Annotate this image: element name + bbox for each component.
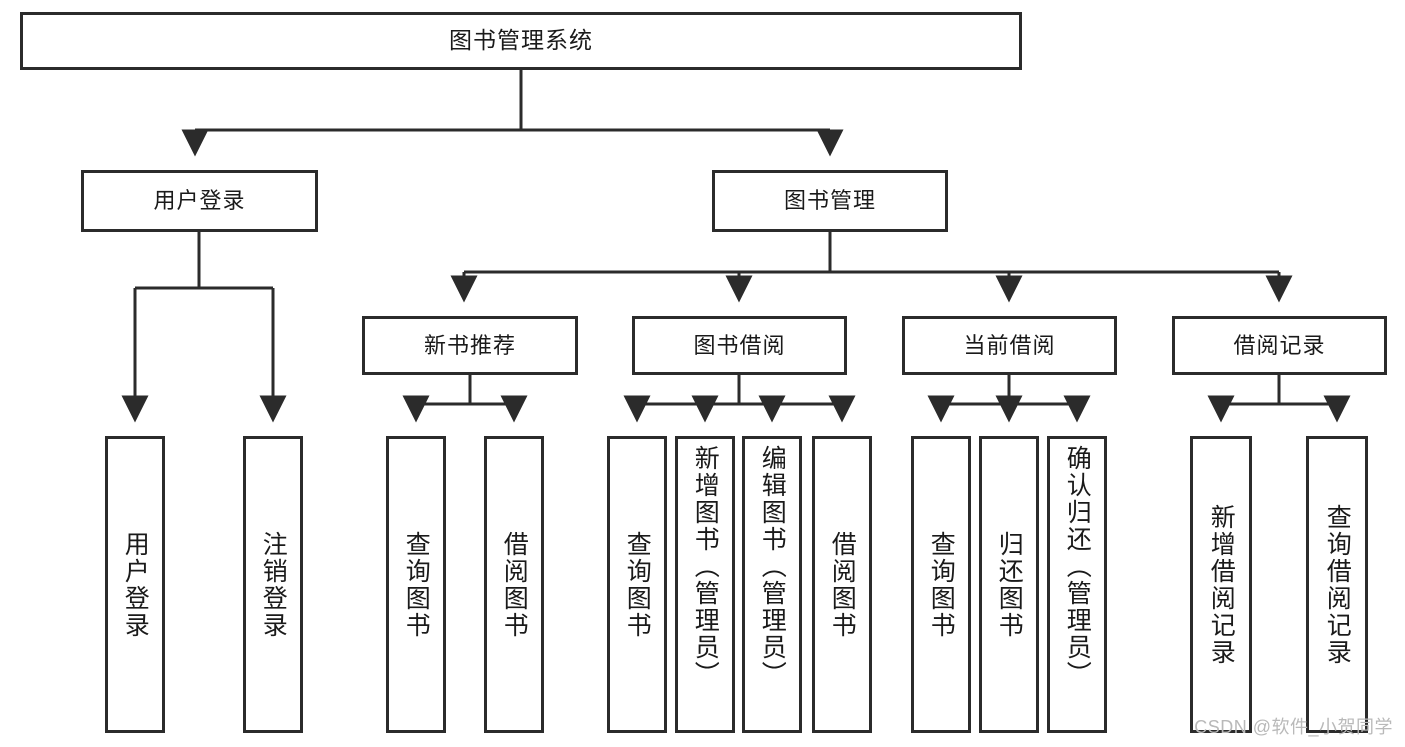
leaf-new-book-query[interactable]: 查询图书 — [386, 436, 446, 733]
leaf-book-borrow-add[interactable]: 新增图书（管理员） — [675, 436, 735, 733]
leaf-borrow-record-add[interactable]: 新增借阅记录 — [1190, 436, 1252, 733]
leaf-book-borrow-query[interactable]: 查询图书 — [607, 436, 667, 733]
leaf-new-book-borrow-label: 借阅图书 — [500, 530, 529, 639]
leaf-borrow-record-query[interactable]: 查询借阅记录 — [1306, 436, 1368, 733]
leaf-current-borrow-confirm-label: 确认归还（管理员） — [1063, 445, 1092, 688]
leaf-user-login-logout[interactable]: 注销登录 — [243, 436, 303, 733]
leaf-current-borrow-return-label: 归还图书 — [995, 530, 1024, 639]
leaf-book-borrow-add-label: 新增图书（管理员） — [691, 445, 720, 688]
node-book-borrow[interactable]: 图书借阅 — [632, 316, 847, 375]
leaf-user-login-login-label: 用户登录 — [121, 530, 150, 639]
node-new-book-recommend[interactable]: 新书推荐 — [362, 316, 578, 375]
node-book-management-label: 图书管理 — [783, 188, 876, 214]
node-current-borrow[interactable]: 当前借阅 — [902, 316, 1117, 375]
leaf-user-login-login[interactable]: 用户登录 — [105, 436, 165, 733]
leaf-current-borrow-confirm[interactable]: 确认归还（管理员） — [1047, 436, 1107, 733]
node-book-borrow-label: 图书借阅 — [693, 332, 786, 358]
leaf-user-login-logout-label: 注销登录 — [259, 530, 288, 639]
leaf-book-borrow-borrow-label: 借阅图书 — [828, 530, 857, 639]
leaf-current-borrow-query[interactable]: 查询图书 — [911, 436, 971, 733]
node-book-management[interactable]: 图书管理 — [712, 170, 948, 232]
leaf-book-borrow-query-label: 查询图书 — [623, 530, 652, 639]
node-borrow-record-label: 借阅记录 — [1233, 332, 1326, 358]
node-root-system-label: 图书管理系统 — [449, 27, 593, 54]
node-new-book-recommend-label: 新书推荐 — [423, 332, 516, 358]
leaf-current-borrow-return[interactable]: 归还图书 — [979, 436, 1039, 733]
leaf-new-book-borrow[interactable]: 借阅图书 — [484, 436, 544, 733]
watermark-text: CSDN @软件_小贺同学 — [1194, 717, 1393, 737]
node-root-system[interactable]: 图书管理系统 — [20, 12, 1022, 70]
node-user-login[interactable]: 用户登录 — [81, 170, 318, 232]
leaf-borrow-record-add-label: 新增借阅记录 — [1207, 503, 1236, 666]
leaf-new-book-query-label: 查询图书 — [402, 530, 431, 639]
node-user-login-label: 用户登录 — [153, 188, 246, 214]
leaf-book-borrow-borrow[interactable]: 借阅图书 — [812, 436, 872, 733]
leaf-book-borrow-edit-label: 编辑图书（管理员） — [758, 445, 787, 688]
leaf-book-borrow-edit[interactable]: 编辑图书（管理员） — [742, 436, 802, 733]
node-borrow-record[interactable]: 借阅记录 — [1172, 316, 1387, 375]
leaf-borrow-record-query-label: 查询借阅记录 — [1323, 503, 1352, 666]
leaf-current-borrow-query-label: 查询图书 — [927, 530, 956, 639]
node-current-borrow-label: 当前借阅 — [963, 332, 1056, 358]
